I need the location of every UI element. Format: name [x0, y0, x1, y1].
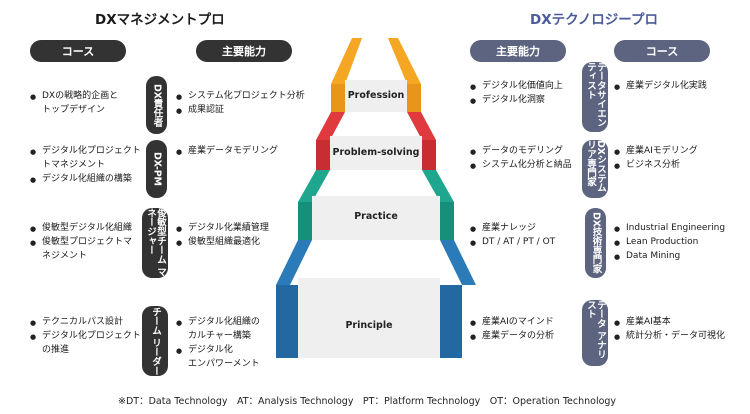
- problem-solving-right-rail: [407, 112, 436, 140]
- list-item: Lean Production: [614, 236, 744, 250]
- list-item: デジタル化組織の: [176, 316, 316, 330]
- left-role-team-leader: チーム リーダー: [142, 306, 168, 376]
- list-item: デジタル化プロジェクト: [30, 330, 142, 344]
- left-title: DXマネジメントプロ: [95, 12, 225, 28]
- list-item: 俊敏型プロジェクトマ: [30, 236, 142, 250]
- list-item: ビジネス分析: [614, 159, 744, 173]
- right-courses-row-3: Industrial Engineering Lean Production D…: [614, 222, 744, 264]
- list-item: デジタル化業績管理: [176, 222, 316, 236]
- profession-right-rail: [388, 38, 421, 84]
- footnote: ※DT：Data Technology AT：Analysis Technolo…: [118, 396, 617, 407]
- list-item: システム化分析と納品: [470, 159, 580, 173]
- stage-label-principle: Principle: [345, 320, 393, 331]
- right-courses-row-4: 産業AI基本 統計分析・データ可視化: [614, 316, 744, 344]
- problem-solving-left-front: [316, 140, 330, 170]
- left-courses-row-2: デジタル化プロジェクト トマネジメント デジタル化組織の構築: [30, 145, 142, 187]
- list-item: デジタル化: [176, 344, 316, 358]
- problem-solving-panel: [330, 136, 422, 170]
- right-role-dx-tech-expert: DX技術専門家: [585, 208, 606, 278]
- right-role-dx-system-expert: DXシステムリア専門家: [582, 140, 608, 198]
- left-courses-row-4: テクニカルパス設計 デジタル化プロジェクト の推進: [30, 316, 142, 358]
- right-role-data-scientist: データサイエンティスト: [582, 62, 608, 132]
- list-item: Data Mining: [614, 250, 744, 264]
- list-item-continuation: カルチャー構築: [188, 330, 251, 341]
- list-item: 産業ナレッジ: [470, 222, 580, 236]
- practice-right-rail: [422, 170, 454, 202]
- stage-label-problem-solving: Problem-solving: [332, 147, 420, 158]
- list-item: 産業AIモデリング: [614, 145, 744, 159]
- problem-solving-right-front: [422, 140, 436, 170]
- practice-left-rail: [298, 170, 330, 202]
- left-courses-row-1: DXの戦略的企画と トップデザイン: [30, 90, 142, 118]
- list-item: Industrial Engineering: [614, 222, 744, 236]
- right-ability-header: 主要能力: [470, 40, 566, 62]
- list-item-continuation: ネジメント: [42, 250, 88, 261]
- list-item: デジタル化洞察: [470, 94, 580, 108]
- practice-panel: [312, 196, 440, 240]
- list-item: デジタル化プロジェクト: [30, 145, 142, 159]
- left-role-agile-team-manager: 俊敏型チーム マネージャー: [142, 208, 168, 278]
- list-item: 産業データの分析: [470, 330, 580, 344]
- profession-left-front: [331, 84, 345, 112]
- list-item: 俊敏型組織最適化: [176, 236, 316, 250]
- left-abilities-row-1: システム化プロジェクト分析 成果認証: [176, 90, 316, 118]
- left-role-dx-pm: DX-PM: [146, 140, 167, 198]
- list-item: テクニカルパス設計: [30, 316, 142, 330]
- list-item: データのモデリング: [470, 145, 580, 159]
- list-item: 統計分析・データ可視化: [614, 330, 744, 344]
- right-role-data-analyst: データ アナリスト: [582, 300, 608, 366]
- list-item-continuation: の推進: [42, 344, 70, 355]
- list-item: 産業AIのマインド: [470, 316, 580, 330]
- list-item: デジタル化価値向上: [470, 80, 580, 94]
- problem-solving-left-rail: [316, 112, 345, 140]
- practice-right-front: [440, 202, 454, 240]
- profession-right-front: [407, 84, 421, 112]
- profession-panel: [345, 80, 407, 112]
- left-abilities-row-2: 産業データモデリング: [176, 145, 316, 159]
- left-courses-row-3: 俊敏型デジタル化組織 俊敏型プロジェクトマ ネジメント: [30, 222, 142, 264]
- left-abilities-row-3: デジタル化業績管理 俊敏型組織最適化: [176, 222, 316, 250]
- right-course-header: コース: [614, 40, 710, 62]
- right-courses-row-1: 産業デジタル化実践: [614, 80, 744, 94]
- list-item-continuation: トマネジメント: [42, 159, 106, 170]
- list-item: デジタル化組織の構築: [30, 173, 142, 187]
- right-abilities-row-1: デジタル化価値向上 デジタル化洞察: [470, 80, 580, 108]
- right-abilities-row-4: 産業AIのマインド 産業データの分析: [470, 316, 580, 344]
- principle-right-rail: [440, 240, 476, 285]
- left-ability-header: 主要能力: [196, 40, 292, 62]
- list-item: DXの戦略的企画と: [30, 90, 142, 104]
- list-item: 産業データモデリング: [176, 145, 316, 159]
- left-abilities-row-4: デジタル化組織の カルチャー構築 デジタル化 エンパワーメント: [176, 316, 316, 372]
- left-role-dx-executive: DX責任者: [146, 76, 167, 134]
- list-item: 成果認証: [176, 104, 316, 118]
- right-title: DXテクノロジープロ: [530, 12, 658, 28]
- principle-left-rail: [276, 240, 312, 285]
- right-courses-row-2: 産業AIモデリング ビジネス分析: [614, 145, 744, 173]
- stage-label-profession: Profession: [347, 90, 405, 101]
- profession-left-rail: [331, 38, 362, 84]
- principle-right-front: [440, 285, 462, 358]
- principle-panel: [298, 278, 440, 358]
- right-abilities-row-2: データのモデリング システム化分析と納品: [470, 145, 580, 173]
- list-item: 産業AI基本: [614, 316, 744, 330]
- left-course-header: コース: [30, 40, 126, 62]
- right-abilities-row-3: 産業ナレッジ DT / AT / PT / OT: [470, 222, 580, 250]
- list-item: DT / AT / PT / OT: [470, 236, 580, 250]
- list-item: 俊敏型デジタル化組織: [30, 222, 142, 236]
- list-item: 産業デジタル化実践: [614, 80, 744, 94]
- list-item-continuation: トップデザイン: [42, 104, 106, 115]
- list-item: システム化プロジェクト分析: [176, 90, 316, 104]
- stage-label-practice: Practice: [354, 211, 398, 222]
- list-item-continuation: エンパワーメント: [188, 358, 260, 369]
